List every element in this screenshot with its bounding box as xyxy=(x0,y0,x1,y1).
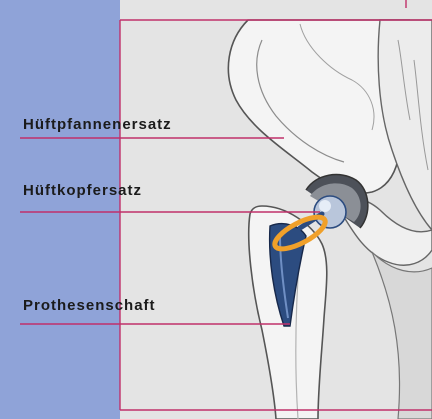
label-prosthesis-stem: Prothesenschaft xyxy=(23,297,156,314)
label-head-replacement: Hüftkopfersatz xyxy=(23,182,142,199)
side-panel xyxy=(0,0,120,419)
label-cup-replacement: Hüftpfannenersatz xyxy=(23,116,172,133)
femoral-head-highlight xyxy=(319,200,331,212)
